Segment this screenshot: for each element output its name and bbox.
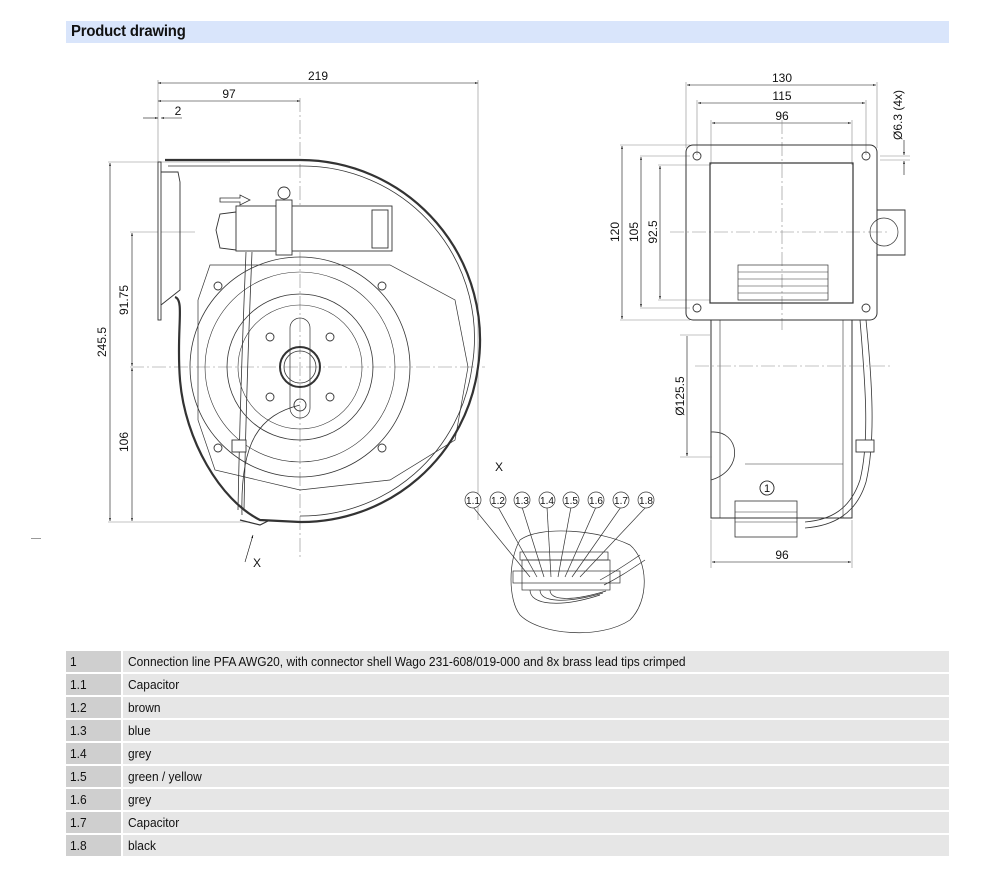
- dim-overall-height: 245.5: [95, 327, 109, 357]
- dim-outlet-diameter: Ø125.5: [673, 376, 687, 416]
- legend-table: 1 Connection line PFA AWG20, with connec…: [66, 651, 949, 858]
- table-row: 1.6 grey: [66, 789, 949, 810]
- table-row: 1.3 blue: [66, 720, 949, 741]
- table-row: 1.5 green / yellow: [66, 766, 949, 787]
- side-view: [620, 82, 910, 568]
- callout-1-8: 1.8: [639, 496, 653, 507]
- row-text: Connection line PFA AWG20, with connecto…: [123, 651, 949, 672]
- row-id: 1.5: [66, 766, 121, 787]
- row-id: 1.6: [66, 789, 121, 810]
- dim-flange: 2: [175, 104, 182, 118]
- row-text: green / yellow: [123, 766, 949, 787]
- table-row: 1.1 Capacitor: [66, 674, 949, 695]
- table-row: 1 Connection line PFA AWG20, with connec…: [66, 651, 949, 672]
- dim-overall-width: 219: [308, 69, 328, 83]
- table-row: 1.2 brown: [66, 697, 949, 718]
- callout-1-5: 1.5: [564, 496, 578, 507]
- row-id: 1: [66, 651, 121, 672]
- dim-inner-width: 96: [775, 109, 789, 123]
- dim-hole-spacing-h: 105: [627, 222, 641, 242]
- row-id: 1.8: [66, 835, 121, 856]
- row-id: 1.3: [66, 720, 121, 741]
- row-id: 1.7: [66, 812, 121, 833]
- row-text: grey: [123, 789, 949, 810]
- dim-inner-height: 92.5: [646, 220, 660, 244]
- callout-1-7: 1.7: [614, 496, 628, 507]
- row-text: brown: [123, 697, 949, 718]
- dim-upper-to-center: 91.75: [117, 285, 131, 315]
- callout-1-1: 1.1: [466, 496, 480, 507]
- dim-hole-spacing-w: 115: [772, 89, 791, 103]
- dim-bottom-width: 96: [775, 548, 789, 562]
- dim-hole-diameter: Ø6.3 (4x): [891, 90, 905, 140]
- row-text: black: [123, 835, 949, 856]
- table-row: 1.7 Capacitor: [66, 812, 949, 833]
- table-row: 1.8 black: [66, 835, 949, 856]
- row-text: Capacitor: [123, 812, 949, 833]
- detail-marker: X: [253, 556, 261, 570]
- dim-flange-width: 130: [772, 71, 792, 85]
- section-header: Product drawing: [66, 21, 949, 43]
- margin-mark: [31, 538, 41, 539]
- callout-1-3: 1.3: [515, 496, 529, 507]
- row-text: Capacitor: [123, 674, 949, 695]
- table-row: 1.4 grey: [66, 743, 949, 764]
- callout-1-6: 1.6: [589, 496, 603, 507]
- detail-x-title: X: [495, 460, 503, 474]
- callout-1: 1: [764, 483, 770, 495]
- dim-flange-height: 120: [608, 222, 622, 242]
- front-view: [108, 80, 485, 563]
- dim-to-center: 97: [222, 87, 236, 101]
- callout-1-circle: [759, 480, 775, 496]
- detail-x: [464, 491, 655, 634]
- row-id: 1.2: [66, 697, 121, 718]
- row-id: 1.1: [66, 674, 121, 695]
- dim-lower-to-center: 106: [117, 432, 131, 452]
- row-id: 1.4: [66, 743, 121, 764]
- section-title: Product drawing: [71, 23, 186, 40]
- product-drawing: 219 97 2 245.5 91.75 106 X: [95, 69, 910, 634]
- row-text: grey: [123, 743, 949, 764]
- callout-1-2: 1.2: [491, 496, 505, 507]
- row-text: blue: [123, 720, 949, 741]
- callout-1-4: 1.4: [540, 496, 554, 507]
